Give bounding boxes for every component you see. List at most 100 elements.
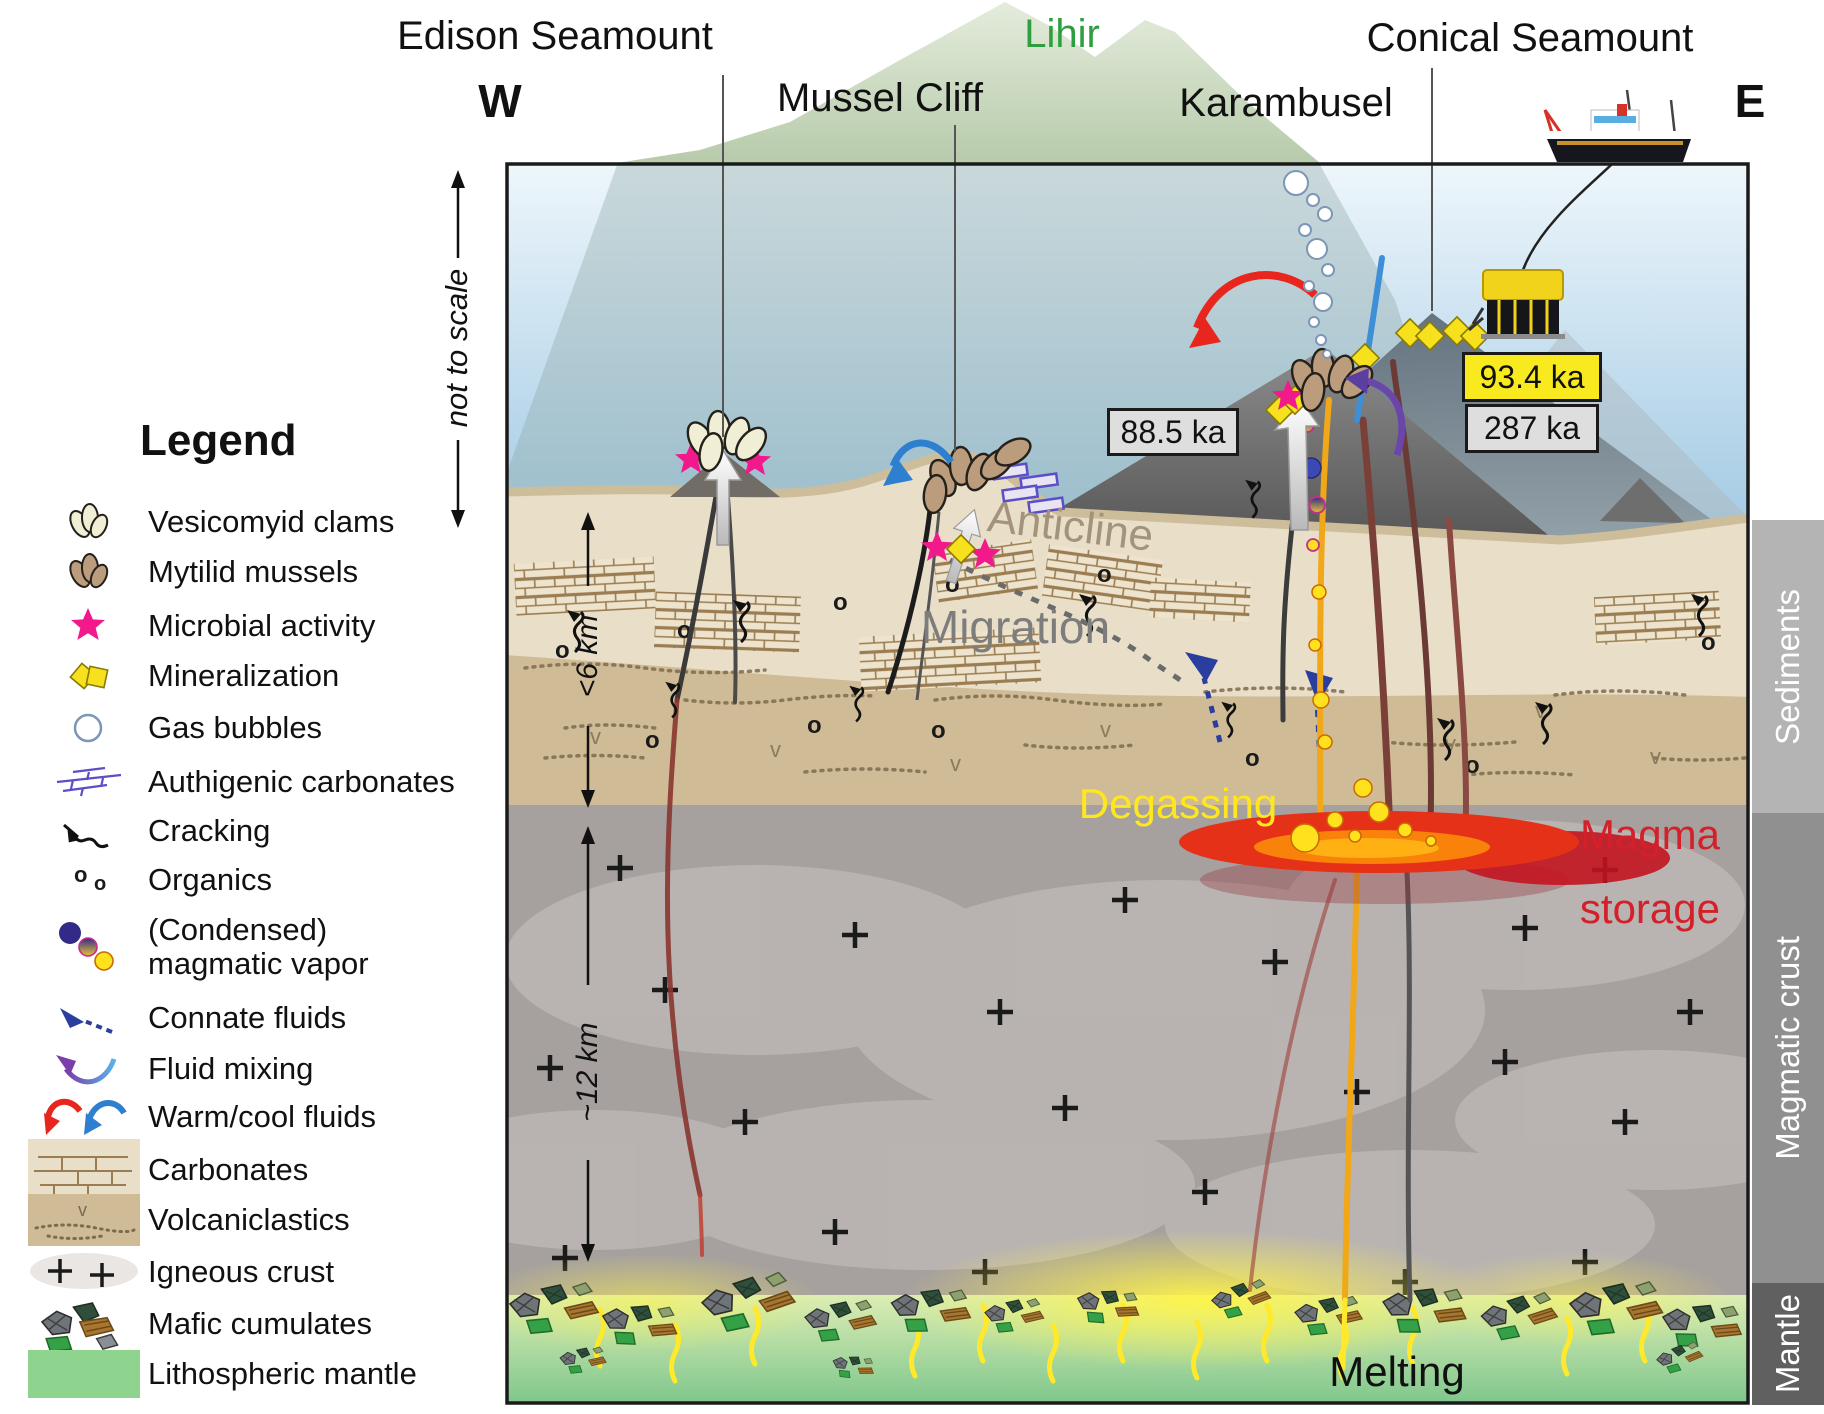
igneous-crust-icon bbox=[28, 1249, 148, 1295]
magma-storage bbox=[1179, 811, 1670, 904]
svg-text:v: v bbox=[78, 1200, 87, 1220]
legend-item-warm-cool-fluids: Warm/cool fluids bbox=[28, 1093, 376, 1141]
lithospheric-mantle-icon bbox=[28, 1350, 148, 1398]
legend-label: Cracking bbox=[148, 813, 271, 848]
legend-label: Lithospheric mantle bbox=[148, 1356, 417, 1391]
legend-label: Warm/cool fluids bbox=[148, 1099, 376, 1134]
research-vessel-icon bbox=[1543, 89, 1691, 162]
legend-item-cracking: Cracking bbox=[28, 807, 270, 855]
melting-annotation: Melting bbox=[1329, 1348, 1465, 1395]
legend-item-organics: o o Organics bbox=[28, 856, 272, 904]
connate-fluids-icon bbox=[28, 994, 148, 1042]
warm-cool-fluids-icon bbox=[28, 1091, 148, 1143]
organics-icon: o o bbox=[28, 856, 148, 904]
panel-border bbox=[505, 162, 1750, 1405]
svg-text:not to scale: not to scale bbox=[439, 269, 474, 428]
legend-item-carbonates: Carbonates bbox=[28, 1138, 308, 1202]
strata-band-sediments: Sediments bbox=[1752, 520, 1824, 813]
volcaniclastic-speckles bbox=[523, 662, 1747, 777]
mussel-cliff-site bbox=[883, 431, 1066, 701]
lihir-island-silhouette bbox=[617, 2, 1320, 170]
edison-seamount-label: Edison Seamount bbox=[397, 14, 713, 58]
microbial-activity-icon bbox=[28, 602, 148, 650]
migration-annotation: Migration bbox=[920, 601, 1111, 653]
legend-item-vesicomyid-clams: Vesicomyid clams bbox=[28, 498, 394, 546]
legend-item-microbial-activity: Microbial activity bbox=[28, 602, 375, 650]
svg-text:o: o bbox=[931, 717, 946, 744]
karambusel-age-badge: 88.5 ka bbox=[1107, 408, 1239, 456]
legend-label: Authigenic carbonates bbox=[148, 764, 455, 799]
melting-glow-main bbox=[900, 1230, 1500, 1370]
carbonate-patches bbox=[513, 539, 1722, 692]
legend-item-igneous-crust: Igneous crust bbox=[28, 1248, 334, 1296]
magma-storage-annotation: Magma storage bbox=[1540, 798, 1720, 946]
svg-text:o: o bbox=[74, 862, 87, 887]
legend-label: Connate fluids bbox=[148, 1000, 347, 1035]
legend-title: Legend bbox=[140, 416, 297, 465]
small-mound bbox=[1600, 478, 1685, 523]
legend-item-condensed-magmatic-vapor: (Condensed) magmatic vapor bbox=[28, 912, 369, 982]
cracking-icon bbox=[28, 807, 148, 855]
mussel-cliff-label: Mussel Cliff bbox=[777, 76, 983, 120]
authigenic-carbonates-icon bbox=[28, 758, 148, 806]
strata-band-mantle: Mantle bbox=[1752, 1283, 1824, 1405]
legend-item-gas-bubbles: Gas bubbles bbox=[28, 704, 322, 752]
svg-text:v: v bbox=[770, 737, 781, 762]
legend-item-lithospheric-mantle: Lithospheric mantle bbox=[28, 1348, 417, 1400]
legend-item-connate-fluids: Connate fluids bbox=[28, 994, 346, 1042]
fluid-mixing-icon bbox=[28, 1045, 148, 1093]
svg-text:~12 km: ~12 km bbox=[571, 1022, 604, 1121]
svg-text:v: v bbox=[1445, 731, 1456, 756]
mantle-band-label: Mantle bbox=[1769, 1294, 1806, 1394]
strata-band-magmatic-crust: Magmatic crust bbox=[1752, 813, 1824, 1283]
cross-section-panel: vvv vvv v ooo ooo ooo oo bbox=[505, 2, 1750, 1405]
legend-label: Mineralization bbox=[148, 658, 340, 693]
svg-text:v: v bbox=[1650, 744, 1661, 769]
gas-bubbles-icon bbox=[28, 704, 148, 752]
legend-item-mafic-cumulates: Mafic cumulates bbox=[28, 1296, 372, 1352]
not-to-scale-marker: not to scale bbox=[439, 170, 474, 528]
compass-west-label: W bbox=[478, 75, 522, 127]
svg-text:o: o bbox=[1465, 752, 1480, 779]
lihir-label: Lihir bbox=[1024, 12, 1100, 56]
volcaniclastics-icon: v bbox=[28, 1194, 148, 1246]
svg-text:o: o bbox=[1097, 561, 1112, 588]
karambusel-feeders bbox=[1280, 255, 1469, 848]
svg-text:v: v bbox=[590, 724, 601, 749]
svg-text:o: o bbox=[1701, 629, 1716, 656]
conical-seamount-label: Conical Seamount bbox=[1366, 16, 1694, 60]
svg-text:o: o bbox=[1245, 745, 1260, 772]
rov-icon bbox=[1468, 269, 1565, 339]
svg-text:v: v bbox=[1100, 717, 1111, 742]
legend-label: Microbial activity bbox=[148, 608, 376, 643]
conical-age-old-badge: 287 ka bbox=[1465, 404, 1599, 453]
compass-east-label: E bbox=[1734, 75, 1766, 127]
volcaniclastics-layer bbox=[507, 655, 1748, 810]
magma-storage-line2: storage bbox=[1579, 885, 1720, 932]
authigenic-carbonate-slabs bbox=[991, 462, 1066, 515]
deep-conduits bbox=[664, 482, 1413, 1371]
svg-text:o: o bbox=[807, 712, 822, 739]
legend-label: Mytilid mussels bbox=[148, 554, 359, 589]
mineralization-icon bbox=[28, 652, 148, 700]
karambusel-summit-site bbox=[1189, 271, 1406, 531]
legend-label-two-line: (Condensed) magmatic vapor bbox=[148, 913, 369, 981]
conical-age-young-badge: 93.4 ka bbox=[1462, 352, 1602, 402]
carbonates-icon bbox=[28, 1139, 148, 1201]
sediment-depth-marker: <6 km bbox=[571, 512, 604, 808]
legend-label: Fluid mixing bbox=[148, 1051, 314, 1086]
legend-label: Volcaniclastics bbox=[148, 1202, 350, 1237]
legend-label: magmatic vapor bbox=[148, 946, 369, 981]
legend-label: (Condensed) bbox=[148, 912, 328, 947]
crust-depth-marker: ~12 km bbox=[571, 826, 604, 1262]
condensed-magmatic-vapor-icon bbox=[28, 915, 148, 979]
legend-item-mineralization: Mineralization bbox=[28, 652, 339, 700]
edison-vent-site bbox=[670, 408, 780, 546]
svg-text:v: v bbox=[950, 751, 961, 776]
sediments-band-label: Sediments bbox=[1769, 588, 1806, 745]
legend-label: Organics bbox=[148, 862, 273, 897]
legend-item-mytilid-mussels: Mytilid mussels bbox=[28, 548, 358, 596]
karambusel-label: Karambusel bbox=[1179, 81, 1393, 125]
mytilid-mussels-icon bbox=[28, 548, 148, 596]
